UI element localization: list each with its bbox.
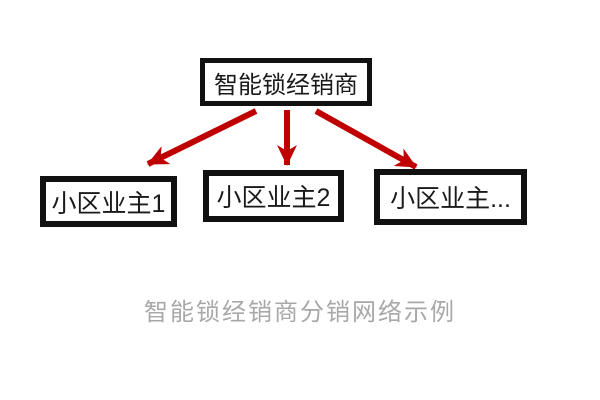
node-owner1: 小区业主1 [40,176,177,227]
node-owner2: 小区业主2 [203,170,344,222]
node-owner3-label: 小区业主... [390,185,511,213]
edge-distributor-owner1 [146,108,258,167]
node-distributor: 智能锁经销商 [200,58,372,106]
node-owner3: 小区业主... [374,169,527,225]
edge-distributor-owner3 [314,108,418,170]
node-owner2-label: 小区业主2 [216,184,331,212]
node-distributor-label: 智能锁经销商 [214,71,358,99]
diagram-caption: 智能锁经销商分销网络示例 [144,299,456,326]
node-owner1-label: 小区业主1 [51,189,166,218]
